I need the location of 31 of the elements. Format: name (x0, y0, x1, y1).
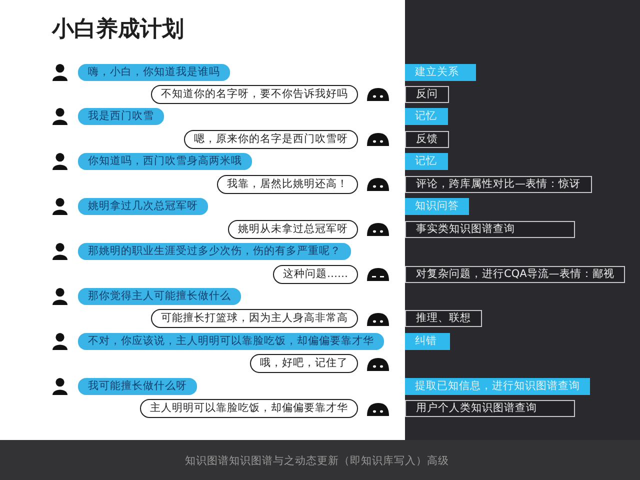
bot-reply-bubble: 我靠，居然比姚明还高！ (217, 174, 358, 194)
bot-reply-bubble: 这种问题…… (273, 264, 358, 284)
annotation-tag: 反馈 (405, 130, 449, 148)
user-message-bubble: 那你觉得主人可能擅长做什么 (78, 288, 241, 305)
bot-reply-bubble: 可能擅长打篮球，因为主人身高非常高 (151, 309, 358, 328)
title: 小白养成计划 (52, 16, 184, 44)
annotation-tag: 评论，跨库属性对比—表情：惊讶 (405, 176, 592, 193)
annotation-tag: 纠错 (405, 332, 450, 350)
bot-reply-bubble: 嗯，原来你的名字是西门吹雪呀 (184, 130, 358, 149)
user-message-bubble: 那姚明的职业生涯受过多少次伤，伤的有多严重呢？ (78, 243, 351, 260)
bot-reply-bubble: 不知道你的名字呀，要不你告诉我好吗 (151, 84, 358, 104)
annotation-tag: 知识问答 (405, 198, 469, 216)
bot-reply-bubble: 姚明从未拿过总冠军呀 (228, 220, 358, 239)
user-message-bubble: 我可能擅长做什么呀 (78, 378, 197, 395)
bot-reply-bubble: 哦，好吧，记住了 (250, 354, 358, 374)
user-message-bubble: 姚明拿过几次总冠军呀 (78, 198, 208, 216)
annotation-tag: 用户个人类知识图谱查询 (405, 400, 575, 418)
annotation-tag: 对复杂问题，进行CQA导流—表情：鄙视 (405, 266, 626, 283)
annotation-tag: 提取已知信息，进行知识图谱查询 (405, 378, 590, 395)
user-message-bubble: 我是西门吹雪 (78, 108, 164, 126)
bot-reply-bubble: 主人明明可以靠脸吃饭，却偏偏要靠才华 (140, 399, 358, 418)
annotation-tag: 建立关系 (405, 64, 476, 80)
user-message-bubble: 你知道吗，西门吹雪身高两米哦 (78, 153, 252, 170)
annotation-tag: 记忆 (405, 108, 448, 126)
annotation-tag: 反问 (405, 86, 449, 103)
annotation-tag: 推理、联想 (405, 310, 482, 328)
user-message-bubble: 不对，你应该说，主人明明可以靠脸吃饭，却偏偏要靠才华 (78, 332, 384, 350)
user-message-bubble: 嗨，小白，你知道我是谁吗 (78, 64, 230, 80)
annotation-tag: 事实类知识图谱查询 (405, 220, 575, 238)
caption: 知识图谱知识图谱与之动态更新（即知识库写入）高级 (185, 454, 449, 468)
annotation-tag: 记忆 (405, 153, 448, 170)
